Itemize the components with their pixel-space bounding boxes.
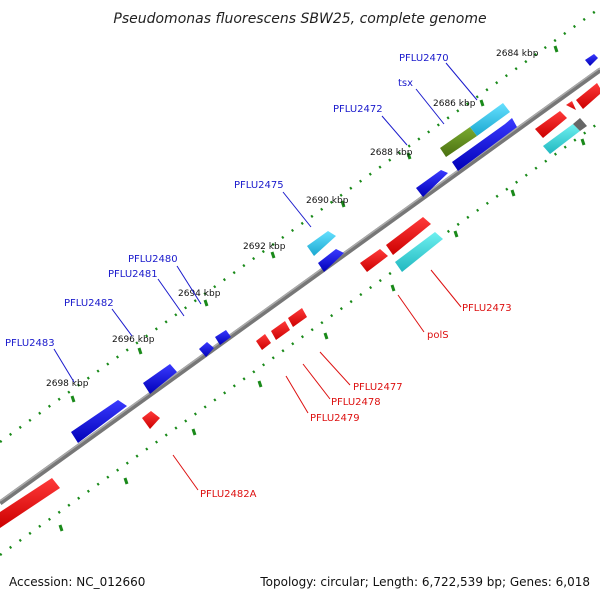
gene-arrow-reverse[interactable] (535, 111, 567, 138)
tick-mark (479, 99, 485, 107)
tick-mark (203, 299, 209, 307)
gene-label-pflu2478[interactable]: PFLU2478 (331, 397, 381, 408)
gene-label-tsx[interactable]: tsx (398, 78, 413, 89)
gene-arrow-forward[interactable] (318, 249, 344, 272)
tick-label: 2686 kbp (433, 99, 476, 109)
forward-genes (71, 54, 598, 443)
gene-label-pflu2479[interactable]: PFLU2479 (310, 413, 360, 424)
gene-arrow-reverse-pflu2477[interactable] (288, 308, 307, 327)
gene-label-pflu2470[interactable]: PFLU2470 (399, 53, 449, 64)
gene-arrow-reverse-pols[interactable] (386, 217, 431, 255)
tick-label: 2684 kbp (496, 49, 539, 59)
gene-label-pflu2482a[interactable]: PFLU2482A (200, 489, 257, 500)
gene-arrow-forward[interactable] (585, 54, 598, 66)
gene-label-pflu2482[interactable]: PFLU2482 (64, 298, 114, 309)
gene-label-pflu2477[interactable]: PFLU2477 (353, 382, 403, 393)
gene-arrow-reverse[interactable] (576, 83, 600, 109)
gene-arrow-reverse[interactable] (360, 249, 388, 272)
reverse-genes (0, 83, 600, 528)
gene-label-pflu2472[interactable]: PFLU2472 (333, 104, 383, 115)
gene-label-pflu2481[interactable]: PFLU2481 (108, 269, 158, 280)
tick-mark (70, 395, 76, 403)
gene-block-grey[interactable] (573, 118, 587, 131)
gene-arrow-reverse[interactable] (0, 478, 60, 528)
outer-tick-ring (0, 6, 600, 444)
gene-label-pflu2473[interactable]: PFLU2473 (462, 303, 512, 314)
tick-mark (137, 347, 143, 355)
gene-block-olive[interactable] (440, 127, 477, 157)
gene-arrow-forward-pflu2472[interactable] (416, 170, 448, 197)
tick-mark (553, 45, 559, 53)
tick-label: 2698 kbp (46, 379, 89, 389)
gene-arrow-forward-pflu2481[interactable] (199, 342, 214, 357)
tick-mark (340, 200, 346, 208)
gene-label-pflu2480[interactable]: PFLU2480 (128, 254, 178, 265)
gene-arrow-reverse-pflu2479[interactable] (256, 334, 271, 350)
gene-arrow-forward-tsx[interactable] (452, 118, 517, 171)
genome-backbone-highlight (0, 67, 600, 502)
gene-arrow-forward-pflu2483[interactable] (71, 400, 127, 443)
gene-label-pols[interactable]: polS (427, 330, 449, 341)
genome-backbone (0, 67, 600, 506)
tick-label: 2692 kbp (243, 242, 286, 252)
gene-arrow-cyan-pflu2475[interactable] (307, 231, 336, 256)
tick-mark (270, 251, 276, 259)
reverse-labels: PFLU2473 polS PFLU2477 PFLU2478 PFLU2479… (172, 269, 512, 500)
gene-block-teal-pflu2473[interactable] (395, 232, 443, 272)
gene-label-pflu2475[interactable]: PFLU2475 (234, 180, 284, 191)
gene-arrow-forward-pflu2482[interactable] (143, 364, 177, 394)
scale-ticks: 2684 kbp 2686 kbp 2688 kbp 2690 kbp 2692… (46, 45, 586, 532)
tick-label: 2690 kbp (306, 196, 349, 206)
gene-arrow-cyan-pflu2470[interactable] (470, 103, 510, 136)
gene-arrow-reverse[interactable] (566, 101, 576, 110)
tick-label: 2696 kbp (112, 335, 155, 345)
inner-tick-ring (0, 120, 600, 557)
gene-block-teal[interactable] (543, 124, 580, 154)
genome-summary-text: Topology: circular; Length: 6,722,539 bp… (259, 575, 590, 589)
gene-arrow-reverse-pflu2482a[interactable] (142, 411, 160, 429)
tick-label: 2688 kbp (370, 148, 413, 158)
gene-label-pflu2483[interactable]: PFLU2483 (5, 338, 55, 349)
map-title: Pseudomonas fluorescens SBW25, complete … (113, 11, 486, 27)
tick-mark (406, 152, 412, 160)
gene-arrow-forward-pflu2480[interactable] (215, 330, 231, 345)
gene-arrow-reverse-pflu2478[interactable] (271, 321, 290, 340)
tick-label: 2694 kbp (178, 289, 221, 299)
accession-text: Accession: NC_012660 (9, 575, 145, 589)
forward-labels: PFLU2470 tsx PFLU2472 PFLU2475 PFLU2480 … (5, 53, 478, 383)
